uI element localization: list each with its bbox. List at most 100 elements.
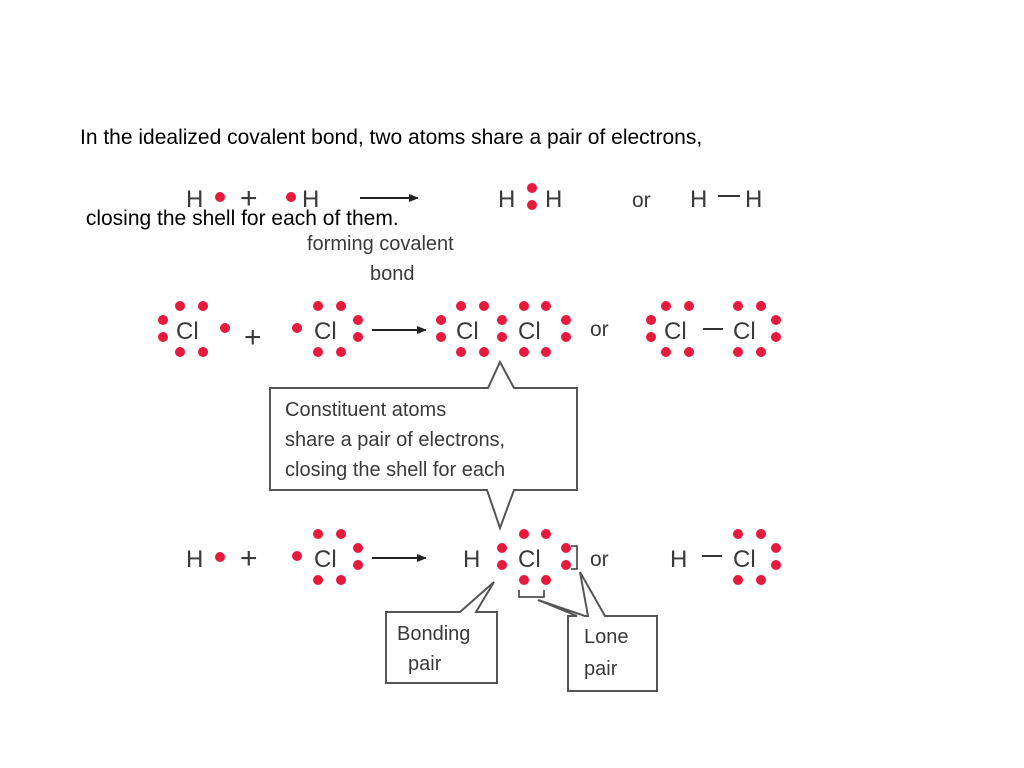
callout-box [537,571,658,692]
atom-h: H [545,186,562,213]
lone-pair-callout: Lone pair [537,571,658,692]
electron [336,301,346,311]
electron [497,560,507,570]
electron [292,551,302,561]
electron [292,323,302,333]
row-chlorine: Cl + Cl Cl Cl or [158,301,781,357]
electron [561,315,571,325]
electron [313,575,323,585]
electron [733,575,743,585]
electron [479,347,489,357]
atom-h: H [186,186,203,213]
electron [541,575,551,585]
electron [198,347,208,357]
atom-h: H [498,186,515,213]
caption-line-2: closing the shell for each of them. [80,207,399,230]
atom-cl: Cl [518,546,541,573]
electron [336,347,346,357]
caption: In the idealized covalent bond, two atom… [80,70,702,259]
atom-cl: Cl [456,318,479,345]
electron [198,301,208,311]
electron [519,575,529,585]
electron [456,301,466,311]
bonding-pair-text-line-2: pair [408,653,442,675]
plus-sign: + [240,182,258,215]
atom-h: H [463,546,480,573]
electron [661,347,671,357]
callout-box [269,359,578,531]
electron [771,560,781,570]
row-hydrogen: H + H H H or H H [186,182,762,215]
electron [336,575,346,585]
or-text: or [590,548,609,571]
lone-pair-text-line-2: pair [584,658,618,680]
electron [541,529,551,539]
atom-cl: Cl [664,318,687,345]
electron [519,347,529,357]
electron [519,529,529,539]
electron [353,560,363,570]
lone-pair-text-line-1: Lone [584,626,629,648]
atom-cl: Cl [733,318,756,345]
atom-cl: Cl [733,546,756,573]
forming-bond-label-line-1: forming covalent [307,233,454,255]
callout-box [385,581,498,684]
bonding-pair-callout: Bonding pair [385,581,498,684]
electron [313,347,323,357]
electron [541,347,551,357]
or-text: or [590,318,609,341]
electron [646,315,656,325]
bonding-pair-text-line-1: Bonding [397,623,470,645]
electron [436,332,446,342]
constituent-text-line-1: Constituent atoms [285,399,446,421]
electron [353,332,363,342]
atom-h: H [186,546,203,573]
atom-h: H [690,186,707,213]
electron [336,529,346,539]
electron [756,575,766,585]
electron [175,301,185,311]
electron [519,301,529,311]
or-text: or [632,189,651,212]
electron [479,301,489,311]
electron [220,323,230,333]
atom-cl: Cl [314,546,337,573]
atom-h: H [302,186,319,213]
electron [175,347,185,357]
electron [215,552,225,562]
electron [497,315,507,325]
electron [541,301,551,311]
atom-cl: Cl [176,318,199,345]
plus-sign: + [244,321,262,354]
electron [456,347,466,357]
electron [313,529,323,539]
plus-sign: + [240,542,258,575]
electron [158,332,168,342]
electron [561,560,571,570]
row-hydrogen-chloride: H + Cl H Cl or H Cl [186,529,781,598]
atom-h: H [670,546,687,573]
lone-pair-bracket [571,545,578,570]
electron [561,332,571,342]
electron [646,332,656,342]
electron [561,543,571,553]
electron [733,347,743,357]
electron [684,301,694,311]
electron [661,301,671,311]
electron [286,192,296,202]
electron [771,543,781,553]
constituent-text-line-2: share a pair of electrons, [285,429,505,451]
electron [771,332,781,342]
electron [756,301,766,311]
constituent-callout: Constituent atoms share a pair of electr… [269,359,578,531]
caption-line-1: In the idealized covalent bond, two atom… [80,126,703,149]
electron [684,347,694,357]
electron [353,543,363,553]
forming-bond-label-line-2: bond [370,263,415,285]
electron [436,315,446,325]
electron [215,192,225,202]
electron [527,200,537,210]
lone-pair-bracket [518,590,545,598]
electron [313,301,323,311]
